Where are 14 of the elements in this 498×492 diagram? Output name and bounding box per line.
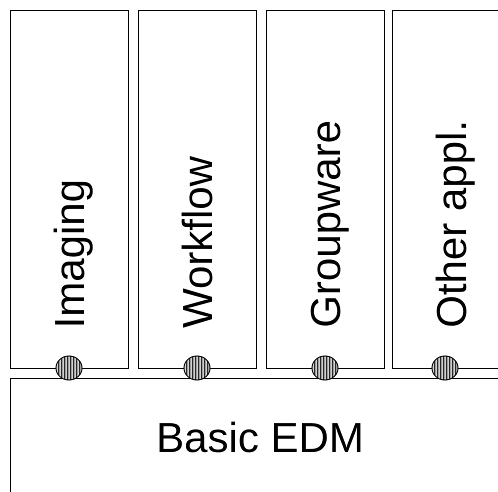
connector-circle <box>55 355 83 381</box>
base-layer-box <box>10 378 498 492</box>
application-column <box>10 10 129 369</box>
application-column <box>392 10 498 369</box>
column-label: Imaging <box>48 178 90 328</box>
column-label: Workflow <box>176 156 218 328</box>
connector-circle <box>431 355 459 381</box>
layer-label: Basic EDM <box>156 414 364 462</box>
connector-circle <box>183 355 211 381</box>
application-column <box>138 10 257 369</box>
column-label: Groupware <box>304 120 346 328</box>
application-column <box>266 10 385 369</box>
connector-circle <box>311 355 339 381</box>
column-label: Other appl. <box>431 120 473 328</box>
